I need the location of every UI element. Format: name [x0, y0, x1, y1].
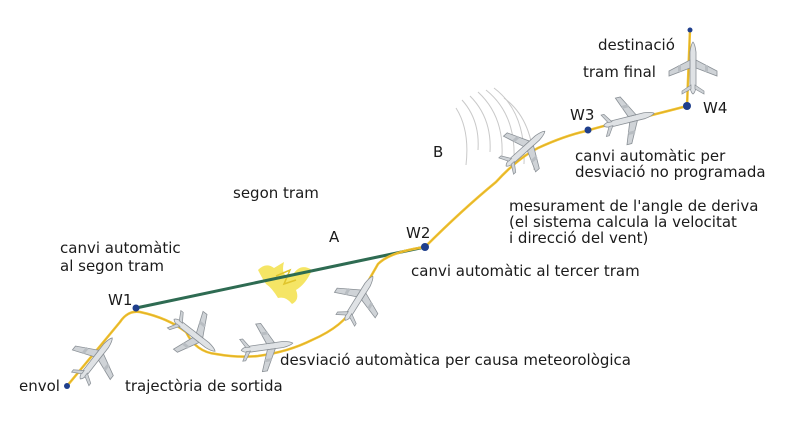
- label-destination: destinació: [598, 36, 675, 54]
- waypoint-w3: [584, 126, 592, 134]
- label-second-leg: segon tram: [233, 184, 319, 202]
- waypoint-w2: [421, 243, 429, 251]
- label-departure-path: trajectòria de sortida: [125, 377, 283, 395]
- label-takeoff: envol: [19, 377, 60, 395]
- wind-icon: [455, 87, 535, 171]
- label-auto-change-second-1: canvi automàtic: [60, 239, 181, 257]
- label-w4: W4: [703, 99, 728, 117]
- label-w2: W2: [406, 224, 431, 242]
- airplane-icon: [324, 263, 394, 334]
- waypoint-destination: [687, 27, 693, 33]
- airplane-icon: [60, 322, 132, 395]
- label-zone-a: A: [329, 228, 340, 246]
- label-w1: W1: [108, 291, 133, 309]
- storm-icon: [258, 262, 312, 304]
- planned-leg-line: [135, 245, 426, 310]
- label-drift-3: i direcció del vent): [509, 229, 649, 247]
- label-auto-change-third: canvi automàtic al tercer tram: [411, 262, 640, 280]
- airplane-icon: [668, 41, 718, 95]
- label-unplanned-2: desviació no programada: [575, 163, 766, 181]
- label-auto-change-second-2: al segon tram: [60, 257, 164, 275]
- label-unplanned-1: canvi automàtic per: [575, 147, 726, 165]
- waypoint-w1: [132, 304, 140, 312]
- label-zone-b: B: [433, 143, 444, 161]
- label-weather-deviation: desviació automàtica per causa meteorolò…: [280, 351, 631, 369]
- waypoint-w4: [683, 102, 691, 110]
- label-drift-2: (el sistema calcula la velocitat: [509, 213, 737, 231]
- waypoint-takeoff: [64, 383, 70, 389]
- label-w3: W3: [570, 106, 595, 124]
- label-final-leg: tram final: [583, 63, 656, 81]
- airplane-icon: [158, 299, 231, 371]
- label-drift-1: mesurament de l'angle de deriva: [509, 197, 759, 215]
- airplane-icon: [597, 89, 661, 150]
